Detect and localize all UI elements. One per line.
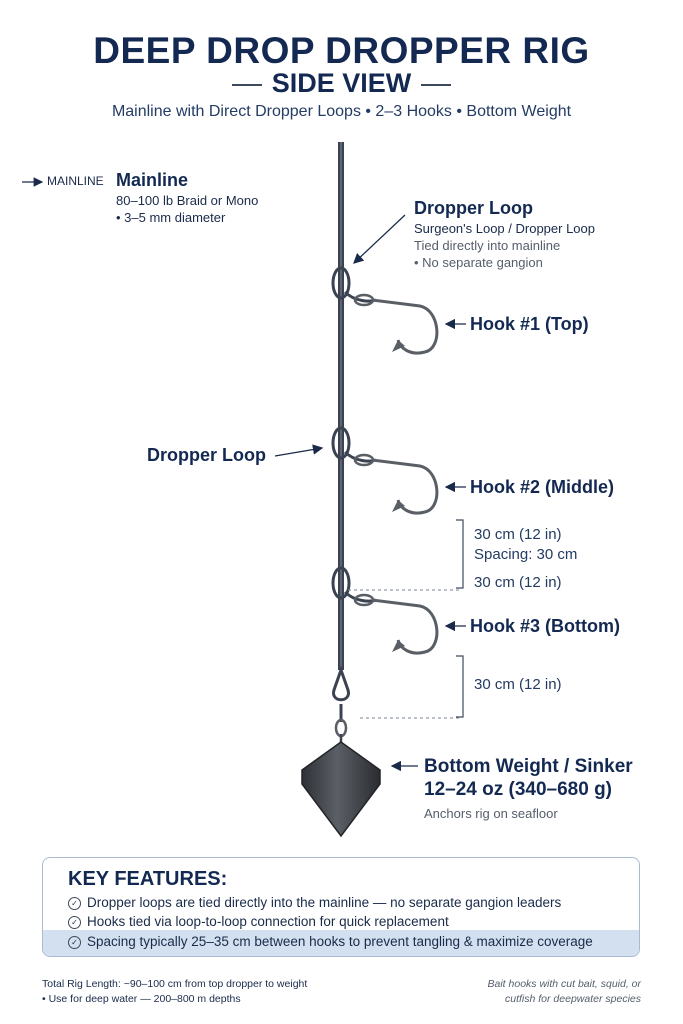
swivel-snap bbox=[332, 665, 350, 738]
spacing-bracket-1 bbox=[456, 519, 464, 589]
weight-spec: 12–24 oz (340–680 g) bbox=[424, 779, 613, 800]
key-feature-item: ✓Dropper loops are tied directly into th… bbox=[68, 895, 561, 910]
mainline-spec: 80–100 lb Braid or Mono bbox=[116, 193, 259, 208]
dropper-top-line2: Tied directly into mainline bbox=[414, 238, 561, 253]
sinker bbox=[301, 734, 381, 838]
footer-depth: • Use for deep water — 200–800 m depths bbox=[42, 993, 241, 1005]
spacing-bracket-2 bbox=[456, 655, 464, 718]
weight-note: Anchors rig on seafloor bbox=[424, 806, 558, 821]
mainline-pointer-label: MAINLINE bbox=[47, 174, 104, 188]
hook3-label: Hook #3 (Bottom) bbox=[470, 616, 620, 636]
dropper-top-title: Dropper Loop bbox=[414, 198, 533, 218]
dropper-top-line3: • No separate gangion bbox=[414, 255, 543, 270]
hook-3 bbox=[353, 593, 439, 655]
dropper-mid-arrow bbox=[274, 444, 324, 457]
page-subtitle: SIDE VIEW bbox=[0, 68, 683, 99]
footer-bait-note-2: cutfish for deepwater species bbox=[505, 993, 641, 1005]
footer-bait-note-1: Bait hooks with cut bait, squid, or bbox=[487, 978, 642, 990]
spacing-upper-label: 30 cm (12 in) bbox=[474, 526, 562, 543]
footer-rig-length: Total Rig Length: ~90–100 cm from top dr… bbox=[42, 978, 308, 990]
subtitle-right-dash bbox=[421, 83, 452, 86]
key-features-band bbox=[43, 930, 639, 956]
check-circle-icon: ✓ bbox=[68, 897, 81, 910]
spacing-label: Spacing: 30 cm bbox=[474, 546, 578, 563]
key-features-panel: KEY FEATURES: ✓Dropper loops are tied di… bbox=[42, 857, 640, 957]
subtitle-text: SIDE VIEW bbox=[271, 68, 412, 98]
key-feature-item: ✓Hooks tied via loop-to-loop connection … bbox=[68, 914, 449, 929]
key-features-title: KEY FEATURES: bbox=[68, 868, 228, 890]
mainline-title: Mainline bbox=[116, 170, 189, 190]
page-title: DEEP DROP DROPPER RIG bbox=[93, 30, 590, 71]
subtitle-left-dash bbox=[231, 83, 262, 86]
dropper-top-arrow bbox=[353, 214, 406, 264]
check-circle-icon: ✓ bbox=[68, 936, 81, 949]
check-circle-icon: ✓ bbox=[68, 916, 81, 929]
key-feature-item: ✓Spacing typically 25–35 cm between hook… bbox=[68, 934, 593, 949]
weight-title: Bottom Weight / Sinker bbox=[424, 756, 633, 777]
hook-2 bbox=[353, 453, 439, 515]
hook2-label: Hook #2 (Middle) bbox=[470, 477, 615, 497]
dropper-top-line1: Surgeon's Loop / Dropper Loop bbox=[414, 221, 595, 236]
mainline-diameter: • 3–5 mm diameter bbox=[116, 210, 226, 225]
spacing-lower-label: 30 cm (12 in) bbox=[474, 676, 562, 693]
spacing-mid-label: 30 cm (12 in) bbox=[474, 574, 562, 591]
hook1-label: Hook #1 (Top) bbox=[470, 314, 589, 334]
dropper-mid-label: Dropper Loop bbox=[147, 445, 266, 465]
page-tagline: Mainline with Direct Dropper Loops • 2–3… bbox=[111, 103, 572, 120]
hook-1 bbox=[353, 293, 439, 355]
